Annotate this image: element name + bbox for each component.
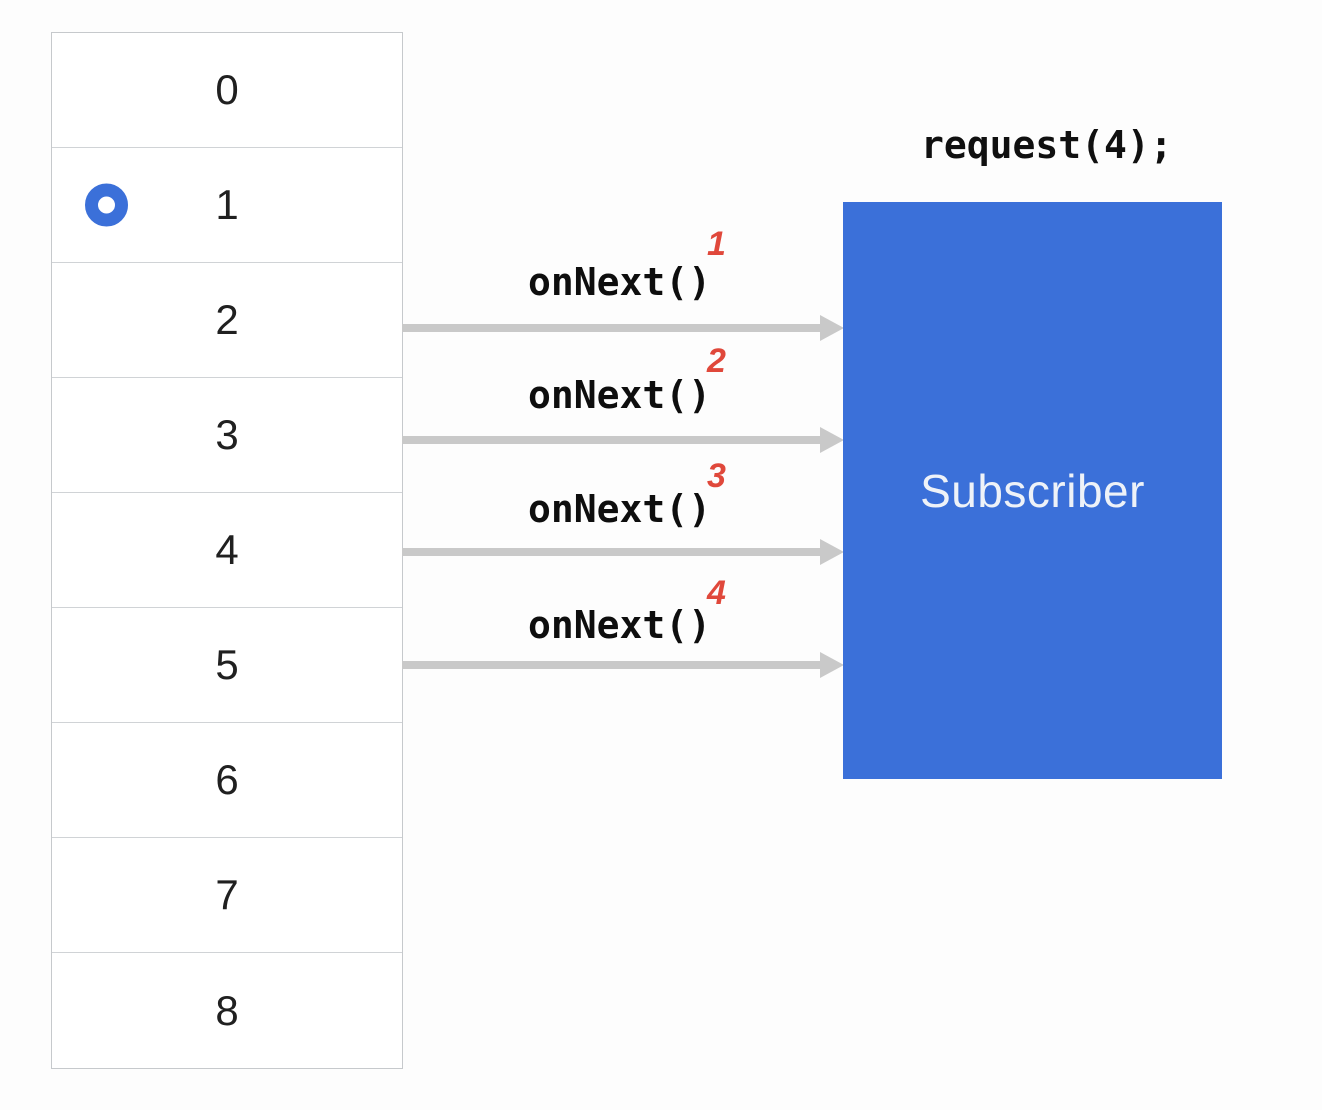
onnext-arrow-2 bbox=[402, 427, 844, 453]
arrow-right-icon bbox=[820, 427, 844, 453]
buffer-item-value: 5 bbox=[215, 641, 239, 688]
subscriber-label: Subscriber bbox=[920, 464, 1145, 517]
arrow-shaft bbox=[402, 324, 820, 332]
buffer-row-0: 0 bbox=[52, 33, 402, 148]
buffer-row-2: 2 bbox=[52, 263, 402, 378]
sequence-number-4: 4 bbox=[707, 574, 726, 612]
buffer-item-value: 0 bbox=[215, 66, 239, 113]
onnext-label-3: onNext() bbox=[528, 487, 712, 531]
onnext-arrow-1 bbox=[402, 315, 844, 341]
buffer-item-value: 4 bbox=[215, 526, 239, 573]
arrow-shaft bbox=[402, 436, 820, 444]
buffer-row-7: 7 bbox=[52, 838, 402, 953]
buffer-table: 0 1 2 3 4 5 6 7 8 bbox=[51, 32, 403, 1069]
buffer-item-value: 8 bbox=[215, 986, 239, 1034]
onnext-arrow-3 bbox=[402, 539, 844, 565]
arrow-shaft bbox=[402, 661, 820, 669]
onnext-arrow-4 bbox=[402, 652, 844, 678]
buffer-row-5: 5 bbox=[52, 608, 402, 723]
onnext-label-4: onNext() bbox=[528, 603, 712, 647]
buffer-item-value: 1 bbox=[215, 181, 239, 228]
arrow-shaft bbox=[402, 548, 820, 556]
buffer-item-value: 3 bbox=[215, 411, 239, 458]
buffer-item-value: 7 bbox=[215, 871, 239, 918]
sequence-number-1: 1 bbox=[707, 225, 726, 263]
request-annotation: request(4); bbox=[921, 123, 1173, 167]
onnext-label-1: onNext() bbox=[528, 260, 712, 304]
buffer-row-3: 3 bbox=[52, 378, 402, 493]
onnext-label-2: onNext() bbox=[528, 373, 712, 417]
arrow-right-icon bbox=[820, 539, 844, 565]
buffer-row-4: 4 bbox=[52, 493, 402, 608]
current-position-ring-icon bbox=[85, 183, 128, 227]
subscriber-box: Subscriber bbox=[843, 202, 1222, 779]
buffer-row-6: 6 bbox=[52, 723, 402, 838]
sequence-number-3: 3 bbox=[707, 457, 726, 495]
buffer-item-value: 2 bbox=[215, 296, 239, 343]
sequence-number-2: 2 bbox=[707, 342, 726, 380]
arrow-right-icon bbox=[820, 652, 844, 678]
buffer-row-1: 1 bbox=[52, 148, 402, 263]
buffer-item-value: 6 bbox=[215, 756, 239, 803]
arrow-right-icon bbox=[820, 315, 844, 341]
buffer-row-8: 8 bbox=[52, 953, 402, 1068]
